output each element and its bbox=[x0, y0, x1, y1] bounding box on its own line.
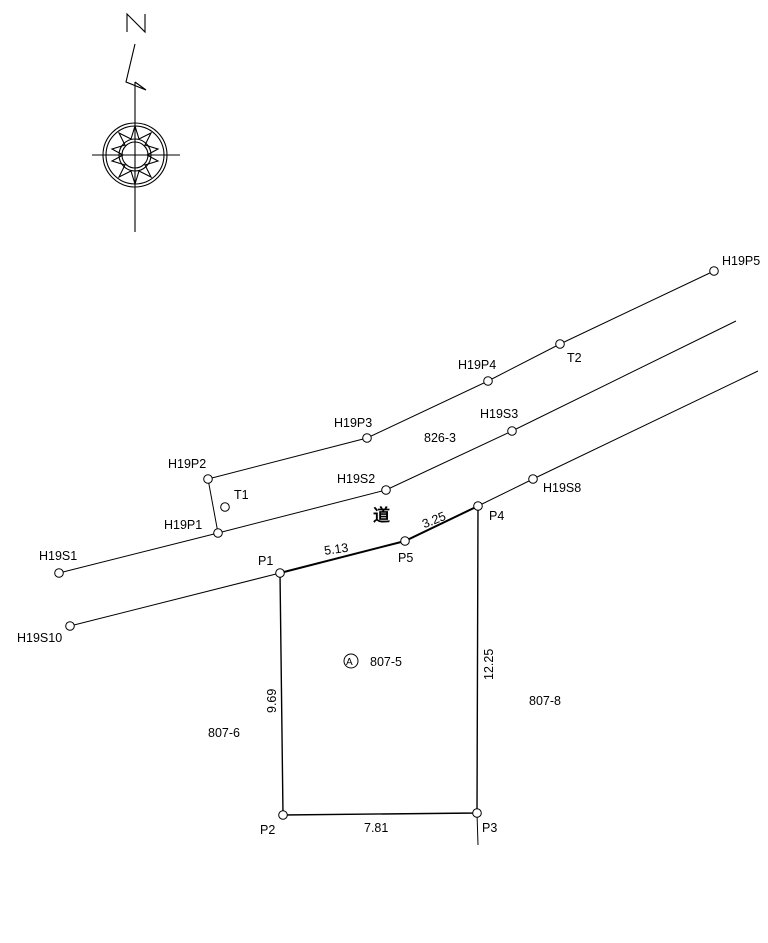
point-h19p1 bbox=[213, 528, 223, 538]
label-h19s10: H19S10 bbox=[17, 631, 62, 645]
point-p2 bbox=[278, 810, 288, 820]
north-letter-icon bbox=[126, 12, 146, 34]
label-h19p5: H19P5 bbox=[722, 254, 760, 268]
dimension-labels: 5.13 3.25 9.69 12.25 7.81 bbox=[265, 509, 496, 835]
north-arrow-compass-rose-icon: N bbox=[0, 0, 180, 232]
dimension-p4-p3: 12.25 bbox=[482, 649, 496, 680]
dimension-p1-p2: 9.69 bbox=[265, 689, 279, 713]
road-label: 道 bbox=[373, 505, 390, 526]
point-t2 bbox=[555, 339, 565, 349]
label-p2: P2 bbox=[260, 823, 275, 837]
point-h19p2 bbox=[203, 474, 213, 484]
point-p5 bbox=[400, 536, 410, 546]
point-p3 bbox=[472, 808, 482, 818]
north-label: N bbox=[0, 0, 1, 1]
dimension-p1-p5: 5.13 bbox=[323, 541, 349, 558]
parcel-road: 826-3 bbox=[424, 431, 456, 445]
label-h19p4: H19P4 bbox=[458, 358, 496, 372]
point-t1 bbox=[220, 502, 230, 512]
point-h19p5 bbox=[709, 266, 719, 276]
point-h19s2 bbox=[381, 485, 391, 495]
label-t1: T1 bbox=[234, 488, 249, 502]
subject-marker-icon bbox=[343, 653, 359, 669]
point-h19s10 bbox=[65, 621, 75, 631]
dimension-p2-p3: 7.81 bbox=[364, 821, 388, 835]
point-p4 bbox=[473, 501, 483, 511]
point-h19s1 bbox=[54, 568, 64, 578]
traverse-line-p bbox=[207, 270, 715, 534]
north-arrow-icon bbox=[125, 43, 147, 91]
parcel-labels: A 807-5 807-6 807-8 826-3 bbox=[208, 431, 561, 740]
subject-marker-letter: A bbox=[346, 657, 353, 668]
point-h19p3 bbox=[362, 433, 372, 443]
label-h19s8: H19S8 bbox=[543, 481, 581, 495]
label-h19s1: H19S1 bbox=[39, 549, 77, 563]
road-line-south bbox=[69, 370, 759, 627]
label-h19p2: H19P2 bbox=[168, 457, 206, 471]
parcel-boundary bbox=[279, 505, 479, 846]
point-h19s3 bbox=[507, 426, 517, 436]
label-h19p1: H19P1 bbox=[164, 518, 202, 532]
parcel-subject: 807-5 bbox=[370, 655, 402, 669]
label-h19p3: H19P3 bbox=[334, 416, 372, 430]
label-h19s2: H19S2 bbox=[337, 472, 375, 486]
label-p1: P1 bbox=[258, 554, 273, 568]
label-p3: P3 bbox=[482, 821, 497, 835]
label-h19s3: H19S3 bbox=[480, 407, 518, 421]
point-markers bbox=[54, 266, 719, 820]
label-p4: P4 bbox=[489, 509, 504, 523]
road-lines bbox=[58, 270, 759, 627]
label-t2: T2 bbox=[567, 351, 582, 365]
parcel-west: 807-6 bbox=[208, 726, 240, 740]
label-p5: P5 bbox=[398, 551, 413, 565]
parcel-east: 807-8 bbox=[529, 694, 561, 708]
point-labels: H19P5 T2 H19P4 H19S3 H19P3 H19P2 H19S2 H… bbox=[17, 254, 760, 837]
point-h19s8 bbox=[528, 474, 538, 484]
point-p1 bbox=[275, 568, 285, 578]
point-h19p4 bbox=[483, 376, 493, 386]
road-line-north bbox=[58, 320, 737, 574]
